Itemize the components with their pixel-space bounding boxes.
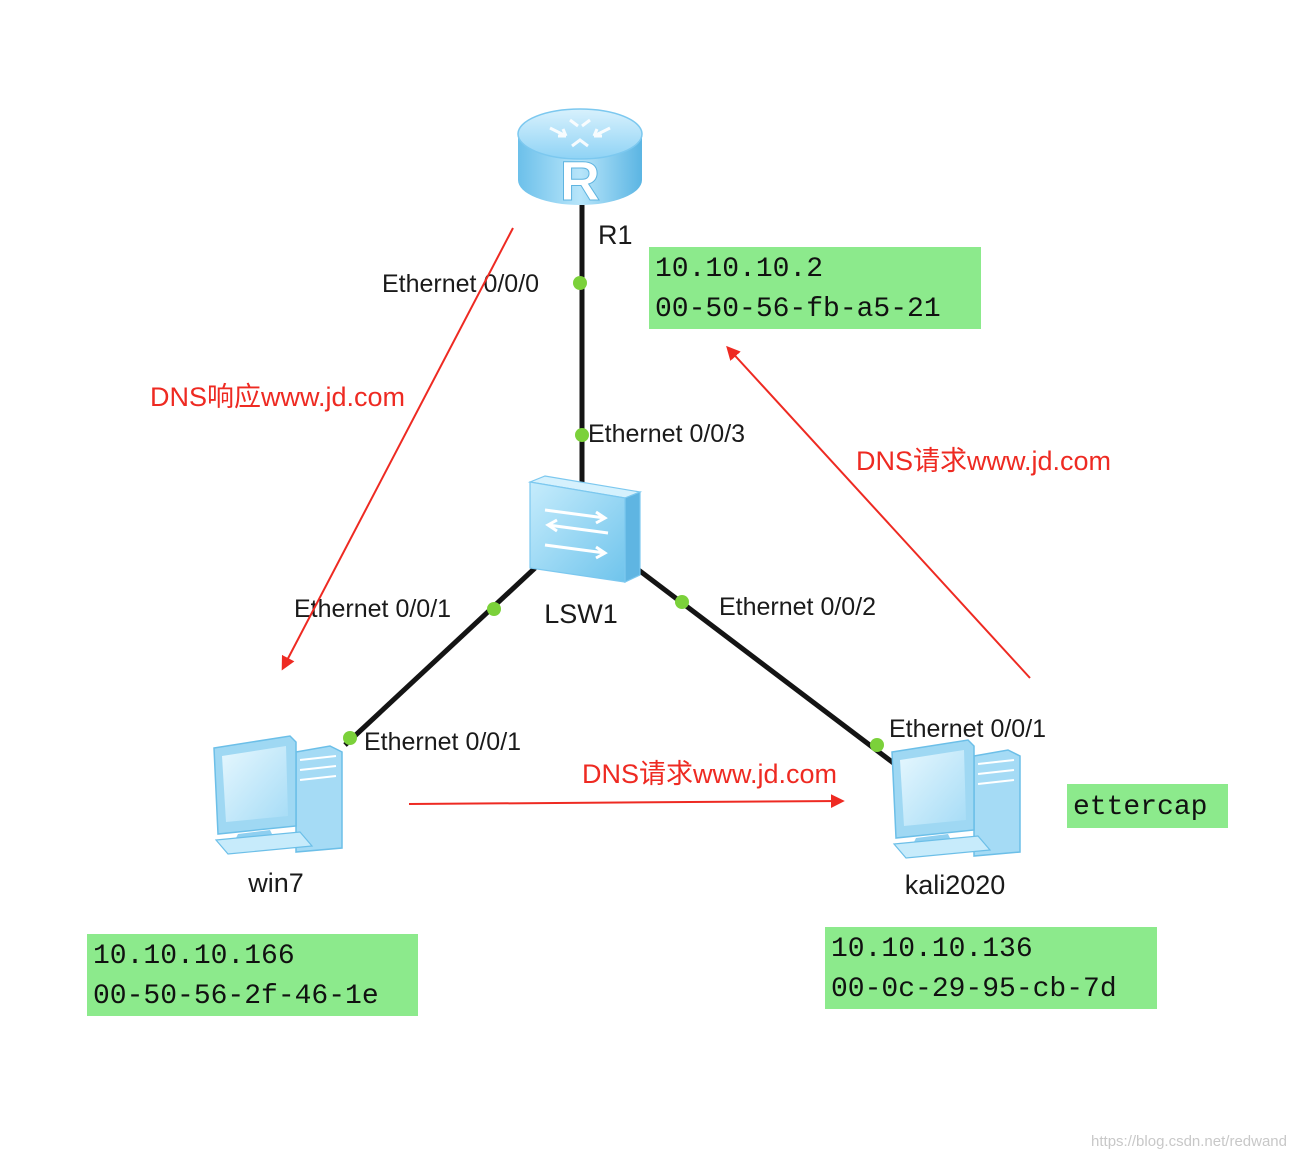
kali-name: kali2020 [905, 870, 1006, 900]
port-dot-lsw-e001 [487, 602, 501, 616]
dns-response-arrow [281, 227, 514, 671]
kali-tool-label: ettercap [1073, 792, 1207, 823]
win7-ip: 10.10.10.166 [93, 941, 295, 972]
dns-request-to-kali-arrow [408, 794, 845, 809]
port-dot-r1-e000 [573, 276, 587, 290]
port-label-win7-e001: Ethernet 0/0/1 [364, 728, 521, 756]
port-dot-lsw-e002 [675, 595, 689, 609]
router-info-box: 10.10.10.2 00-50-56-fb-a5-21 [649, 247, 981, 329]
kali-ip: 10.10.10.136 [831, 934, 1033, 965]
port-dot-lsw-e003 [575, 428, 589, 442]
port-label-lsw-e003: Ethernet 0/0/3 [588, 420, 745, 448]
router-name: R1 [598, 220, 633, 250]
port-label-r1-e000: Ethernet 0/0/0 [382, 270, 539, 298]
dns-response-label: DNS响应www.jd.com [150, 382, 405, 412]
dns-request-to-router-label: DNS请求www.jd.com [856, 446, 1111, 476]
port-label-lsw-e002: Ethernet 0/0/2 [719, 593, 876, 621]
port-dot-kali-e001 [870, 738, 884, 752]
win7-name: win7 [247, 868, 304, 898]
win7-info-box: 10.10.10.166 00-50-56-2f-46-1e [87, 934, 418, 1016]
win7-mac: 00-50-56-2f-46-1e [93, 981, 379, 1012]
kali-mac: 00-0c-29-95-cb-7d [831, 974, 1117, 1005]
win7-pc-icon[interactable] [213, 735, 343, 855]
kali-pc-icon[interactable] [891, 739, 1021, 859]
watermark: https://blog.csdn.net/redwand [1091, 1133, 1287, 1150]
dns-request-to-router-arrow [726, 345, 1031, 679]
router-icon[interactable]: R [517, 108, 643, 213]
kali-info-box: 10.10.10.136 00-0c-29-95-cb-7d [825, 927, 1157, 1009]
dns-request-to-kali-label: DNS请求www.jd.com [582, 759, 837, 789]
switch-name: LSW1 [544, 599, 618, 629]
switch-icon[interactable] [527, 475, 643, 583]
link-lsw1-win7 [343, 566, 537, 747]
router-mac: 00-50-56-fb-a5-21 [655, 294, 941, 325]
port-label-lsw-e001: Ethernet 0/0/1 [294, 595, 451, 623]
svg-text:R: R [560, 149, 600, 212]
port-label-kali-e001: Ethernet 0/0/1 [889, 715, 1046, 743]
kali-tool-box: ettercap [1067, 784, 1228, 828]
port-dot-win7-e001 [343, 731, 357, 745]
router-ip: 10.10.10.2 [655, 254, 823, 285]
